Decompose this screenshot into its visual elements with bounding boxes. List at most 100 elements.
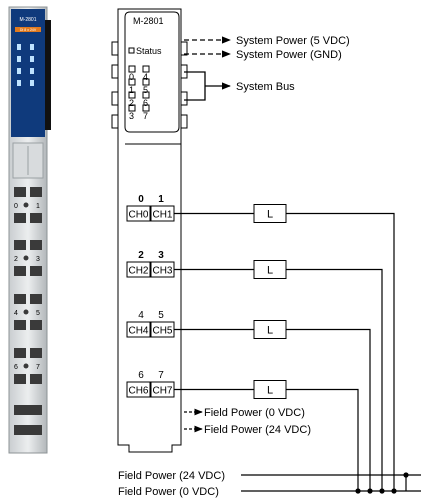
photo-terminal <box>30 294 42 304</box>
photo-terminal <box>14 294 26 304</box>
photo-terminal <box>30 213 42 223</box>
bus-led <box>142 65 150 73</box>
photo-terminal-label: 1 <box>36 203 40 210</box>
channel-number: 0 <box>138 194 144 205</box>
photo-terminal-label: 4 <box>14 310 18 317</box>
photo-terminal-label: 5 <box>36 310 40 317</box>
bus-led <box>142 78 150 86</box>
photo-terminal <box>14 348 26 358</box>
photo-terminal <box>30 240 42 250</box>
module-photo-sublabel: DI 8 x 24V <box>20 28 37 32</box>
rail-junctions <box>355 472 409 494</box>
channel-terminal-left <box>126 205 151 222</box>
field-power-0v-label: Field Power (0 VDC) <box>204 407 305 419</box>
channel-terminal-left <box>126 321 151 338</box>
photo-led <box>17 44 21 50</box>
photo-led <box>30 44 34 50</box>
photo-terminal-label: 0 <box>14 203 18 210</box>
channel-label-left: CH4 <box>128 326 148 337</box>
field-power-rails <box>241 474 421 492</box>
channel-number: 7 <box>158 370 164 381</box>
channel-label-right: CH5 <box>152 326 172 337</box>
channel-label-left: CH0 <box>128 210 148 221</box>
channel-number: 4 <box>138 310 144 321</box>
bus-led-label: 1 <box>129 85 134 95</box>
channel-number: 2 <box>138 250 144 261</box>
rail-junction-dot <box>367 488 373 494</box>
photo-terminal-screw <box>23 202 29 208</box>
rail-notch-left <box>111 91 118 106</box>
load-circuit: L <box>174 204 395 491</box>
bus-led-label: 3 <box>129 111 134 121</box>
system-connections <box>184 36 231 101</box>
rail-notch-right <box>181 114 188 129</box>
photo-terminal <box>30 348 42 358</box>
rail-junction-dot <box>403 472 409 478</box>
status-label: Status <box>136 46 162 56</box>
photo-terminal <box>30 266 42 276</box>
status-led <box>128 47 135 54</box>
bus-led <box>128 65 136 73</box>
channel-number: 6 <box>138 370 144 381</box>
photo-terminal-screw <box>23 255 29 261</box>
field-power-24v-label: Field Power (24 VDC) <box>204 424 311 436</box>
channel-label-left: CH6 <box>128 386 148 397</box>
photo-terminal-screw <box>23 363 29 369</box>
load-circuit: L <box>174 260 383 491</box>
channel-number: 3 <box>158 250 164 261</box>
bus-led <box>142 104 150 112</box>
channel-label-right: CH3 <box>152 266 172 277</box>
bus-led-label: 7 <box>143 111 148 121</box>
photo-terminal-label: 3 <box>36 256 40 263</box>
photo-led <box>17 68 21 74</box>
channel-label-left: CH2 <box>128 266 148 277</box>
photo-terminal-label: 7 <box>36 364 40 371</box>
rail-notch-left <box>111 41 118 56</box>
system-power-gnd-label: System Power (GND) <box>236 49 342 61</box>
rail-24v-label: Field Power (24 VDC) <box>118 470 225 482</box>
rail-junction-dot <box>379 488 385 494</box>
module-front-panel <box>124 11 180 133</box>
system-power-5v-label: System Power (5 VDC) <box>236 35 350 47</box>
channel-terminal-left <box>126 381 151 398</box>
photo-terminal <box>14 187 26 197</box>
photo-terminal <box>14 374 26 384</box>
system-bus-label: System Bus <box>236 81 295 93</box>
module-outline <box>117 8 182 453</box>
photo-led <box>30 56 34 62</box>
bus-led <box>128 104 136 112</box>
load-wire-out <box>286 212 395 491</box>
rail-notch-left <box>111 114 118 129</box>
rail-0v-label: Field Power (0 VDC) <box>118 486 219 498</box>
module-model-label: M-2801 <box>133 16 164 26</box>
photo-terminal <box>14 213 26 223</box>
photo-led <box>30 68 34 74</box>
photo-terminal <box>14 320 26 330</box>
channel-number: 5 <box>158 310 164 321</box>
photo-terminal <box>30 187 42 197</box>
channel-terminal-left <box>126 261 151 278</box>
bus-led-label: 0 <box>129 72 134 82</box>
rail-junction-dot <box>355 488 361 494</box>
bus-led-label: 5 <box>143 85 148 95</box>
channel-label-right: CH1 <box>152 210 172 221</box>
module-accent-strip <box>15 27 41 32</box>
channel-number: 1 <box>158 194 164 205</box>
rail-notch-left <box>111 64 118 79</box>
load-label: L <box>267 385 273 397</box>
load-circuit: L <box>174 320 371 491</box>
bus-led-label: 6 <box>143 98 148 108</box>
photo-terminal <box>14 425 42 435</box>
load-label: L <box>267 209 273 221</box>
bus-led-label: 2 <box>129 98 134 108</box>
photo-terminal <box>14 405 42 415</box>
photo-terminal-label: 6 <box>14 364 18 371</box>
module-photo-label: M-2801 <box>20 17 37 23</box>
bus-led-label: 4 <box>143 72 148 82</box>
